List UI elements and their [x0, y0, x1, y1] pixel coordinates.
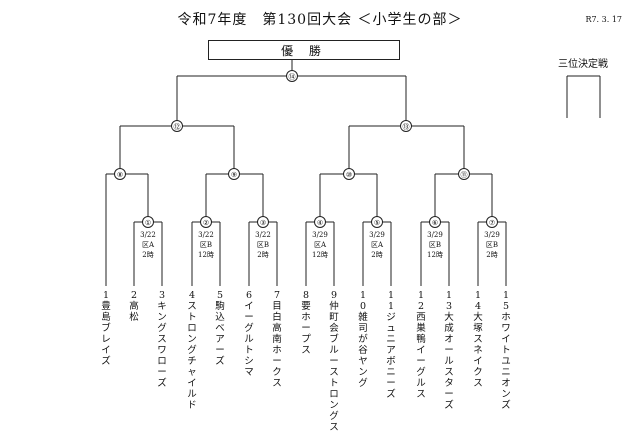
page-title: 令和7年度 第130回大会 ＜小学生の部＞ [177, 12, 463, 28]
match-number-semi-right: ⑬ [400, 120, 412, 132]
match-court: 区B [485, 241, 499, 249]
match-time: 12時 [427, 251, 443, 259]
match-date: 3/22 [198, 231, 214, 239]
match-date: 3/29 [312, 231, 328, 239]
champion-box: 優 勝 [208, 40, 400, 60]
match-number-qf-left-a: ⑧ [114, 168, 126, 180]
match-time: 2時 [142, 251, 154, 259]
team-name: 12西巣鴨イーグルス [416, 290, 426, 400]
match-info-7: 3/29 区B 2時 [481, 230, 503, 260]
team-name: 3キングスワローズ [157, 290, 167, 389]
team-name: 7目白高南ホークス [272, 290, 282, 389]
match-info-3: 3/22 区B 2時 [252, 230, 274, 260]
match-number-r1-2: ② [200, 216, 212, 228]
match-number-r1-1: ① [142, 216, 154, 228]
match-court: 区A [370, 241, 384, 249]
match-number-final: ⑭ [286, 70, 298, 82]
team-name: 11ジュニアボニーズ [386, 290, 396, 400]
match-time: 2時 [257, 251, 269, 259]
match-number-r1-5: ⑤ [371, 216, 383, 228]
team-name: 13大成オールスターズ [444, 290, 454, 411]
match-number-qf-right-b: ⑪ [458, 168, 470, 180]
match-info-4: 3/29 区A 12時 [309, 230, 331, 260]
match-court: 区B [199, 241, 213, 249]
team-name: 1豊島ブレイズ [101, 290, 111, 367]
team-name: 4ストロングチャイルド [187, 290, 197, 411]
match-court: 区A [141, 241, 155, 249]
team-name: 8要ホープス [301, 290, 311, 356]
match-date: 3/22 [255, 231, 271, 239]
team-name: 2高 松 [129, 290, 158, 323]
match-info-1: 3/22 区A 2時 [137, 230, 159, 260]
match-court: 区A [313, 241, 327, 249]
team-name: 5駒込ベアーズ [215, 290, 225, 367]
match-date: 3/29 [427, 231, 443, 239]
match-court: 区B [428, 241, 442, 249]
match-number-qf-left-b: ⑨ [228, 168, 240, 180]
match-time: 2時 [486, 251, 498, 259]
match-number-r1-7: ⑦ [486, 216, 498, 228]
match-court: 区B [256, 241, 270, 249]
match-date: 3/22 [140, 231, 156, 239]
team-name: 6イーグルトシマ [244, 290, 254, 378]
match-number-semi-left: ⑫ [171, 120, 183, 132]
team-name: 10雑司が谷ヤング [358, 290, 368, 389]
match-date: 3/29 [484, 231, 500, 239]
third-place-label: 三位決定戦 [558, 59, 608, 70]
match-number-r1-4: ④ [314, 216, 326, 228]
match-time: 12時 [312, 251, 328, 259]
team-name: 15ホワイトユニオンズ [501, 290, 511, 411]
match-time: 12時 [198, 251, 214, 259]
match-info-5: 3/29 区A 2時 [366, 230, 388, 260]
document-date: R7. 3. 17 [585, 15, 622, 24]
match-time: 2時 [371, 251, 383, 259]
team-name: 14大塚スネイクス [473, 290, 483, 389]
match-number-r1-3: ③ [257, 216, 269, 228]
match-date: 3/29 [369, 231, 385, 239]
team-name: 9仲町会ブルーストロングス [329, 290, 339, 433]
match-info-2: 3/22 区B 12時 [195, 230, 217, 260]
match-number-r1-6: ⑥ [429, 216, 441, 228]
match-number-qf-right-a: ⑩ [343, 168, 355, 180]
match-info-6: 3/29 区B 12時 [424, 230, 446, 260]
